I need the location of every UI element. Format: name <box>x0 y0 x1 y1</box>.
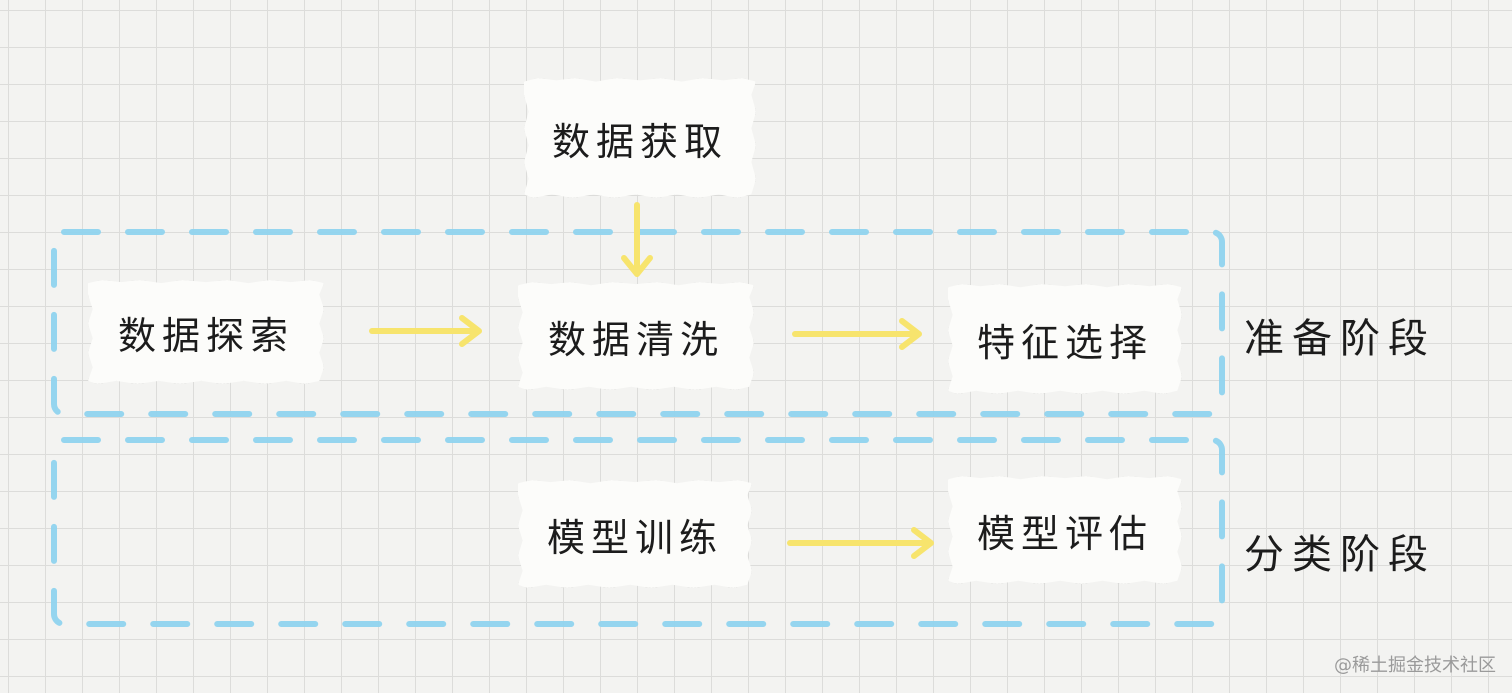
arrow-exploration-to-cleaning <box>369 315 482 347</box>
node-data-acquisition-label: 数据获取 <box>551 119 728 164</box>
node-model-training: 模型训练 <box>518 480 752 588</box>
stage-label-classification: 分类阶段 <box>1244 532 1436 578</box>
node-data-exploration-label: 数据探索 <box>117 313 294 358</box>
node-feature-selection: 特征选择 <box>948 284 1182 394</box>
watermark-text: @稀土掘金技术社区 <box>1334 655 1496 676</box>
classification-stage-boundary <box>51 437 1225 627</box>
node-feature-selection-label: 特征选择 <box>976 320 1153 365</box>
arrow-acquisition-to-cleaning <box>621 202 653 277</box>
stage-label-preparation: 准备阶段 <box>1244 316 1436 362</box>
node-model-evaluation-label: 模型评估 <box>976 511 1153 556</box>
node-model-training-label: 模型训练 <box>546 515 723 560</box>
arrow-cleaning-to-feature-selection <box>792 318 922 350</box>
arrow-training-to-evaluation <box>787 527 934 559</box>
node-data-acquisition: 数据获取 <box>524 78 756 198</box>
node-data-cleaning-label: 数据清洗 <box>547 317 724 362</box>
node-model-evaluation: 模型评估 <box>948 476 1182 584</box>
node-data-exploration: 数据探索 <box>88 280 324 384</box>
node-data-cleaning: 数据清洗 <box>518 282 754 390</box>
